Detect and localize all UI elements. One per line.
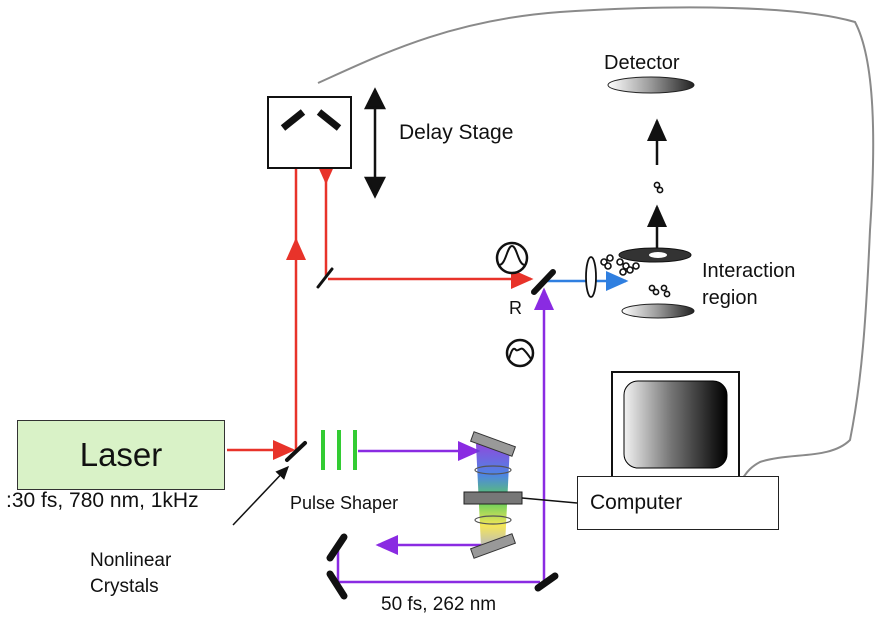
computer-box: Computer xyxy=(577,476,779,530)
interaction-region-label: Interaction region xyxy=(702,260,796,309)
uv-pulse-label: 50 fs, 262 nm xyxy=(381,594,497,615)
nonlinear-crystals-label: Nonlinear Crystals xyxy=(90,550,172,597)
delay-stage-box xyxy=(267,96,352,169)
nonlinear-crystals-pointer xyxy=(232,465,290,526)
vacuum-chamber-outline xyxy=(317,6,875,481)
shaped-pulse-icon xyxy=(505,338,535,368)
laser-specs-label: :30 fs, 780 nm, 1kHz xyxy=(6,489,199,512)
computer-label: Computer xyxy=(590,491,683,514)
upper-electrode-hole xyxy=(649,252,667,258)
delay-stage-motion-arrow xyxy=(363,87,387,199)
pulse-shaper-label: Pulse Shaper xyxy=(290,493,399,513)
gaussian-pulse-icon xyxy=(495,241,529,275)
computer-monitor xyxy=(611,371,740,478)
delay-stage-label: Delay Stage xyxy=(399,121,514,144)
laser-box: Laser xyxy=(17,420,225,490)
mirrors xyxy=(285,267,559,600)
red-beam-path xyxy=(227,120,534,460)
focusing-lens xyxy=(585,256,597,298)
pulse-shaper xyxy=(463,431,523,559)
purple-beam-path xyxy=(336,287,554,584)
r-label: R xyxy=(509,298,522,318)
detector-label: Detector xyxy=(604,52,680,74)
nonlinear-crystals xyxy=(321,430,357,470)
molecules xyxy=(600,181,671,298)
lower-electrode xyxy=(621,303,695,319)
detector-plate xyxy=(607,76,695,94)
retroreflector-mirrors xyxy=(280,109,342,131)
laser-label: Laser xyxy=(79,436,163,473)
shaper-cable xyxy=(521,497,578,504)
